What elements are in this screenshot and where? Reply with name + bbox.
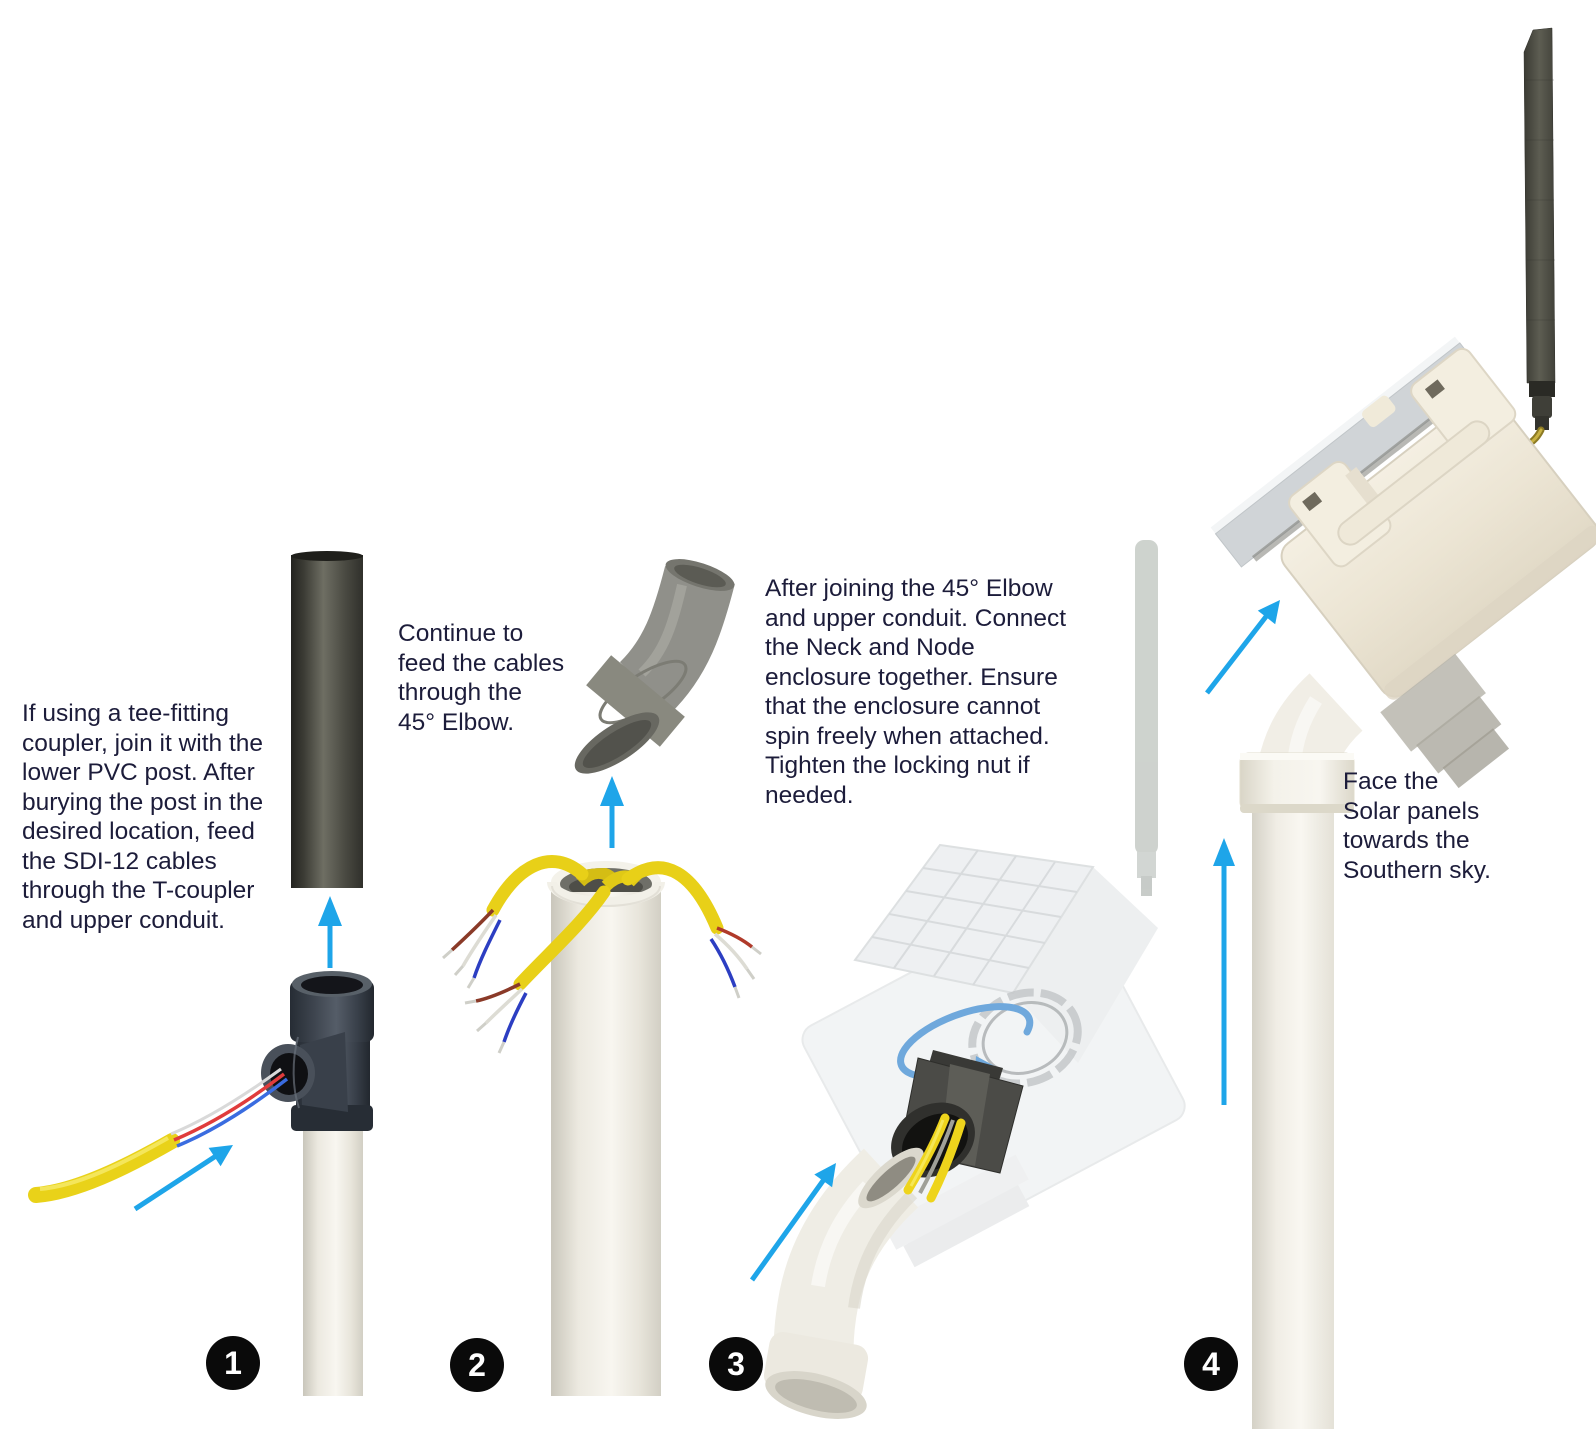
step-1-badge: 1	[206, 1336, 260, 1390]
assembled-node	[1210, 336, 1596, 789]
step-1-instruction: If using a tee-fitting coupler, join it …	[22, 700, 264, 934]
bracket-bar	[1337, 420, 1491, 546]
step-4-badge: 4	[1184, 1337, 1238, 1391]
step-4-instruction: Face the Solar panels towards the Southe…	[1343, 768, 1491, 884]
cable-wires	[442, 908, 762, 1054]
step-4-illustration	[1205, 27, 1596, 1429]
coupler-ring	[1239, 752, 1355, 813]
cable-wires	[170, 1067, 289, 1148]
up-arrow-icon	[318, 896, 342, 968]
step-2-badge: 2	[450, 1338, 504, 1392]
up-arrow-icon	[1213, 838, 1235, 1105]
antenna	[1523, 27, 1556, 430]
sdi12-cables	[442, 855, 762, 1054]
step-3-instruction: After joining the 45° Elbow and upper co…	[765, 575, 1067, 809]
diagonal-arrow-icon	[133, 1145, 233, 1212]
panel-bracket	[1288, 460, 1392, 568]
sdi12-cable	[28, 1067, 289, 1203]
step-2-instruction: Continue to feed the cables through the …	[398, 620, 565, 736]
step-1-illustration	[28, 551, 374, 1396]
up-arrow-icon	[600, 776, 624, 848]
step-3-illustration	[749, 540, 1186, 1419]
solar-panel-ghost	[853, 843, 1095, 995]
step-3-badge: 3	[709, 1337, 763, 1391]
lower-pvc-post	[303, 1115, 363, 1396]
cables-into-elbow	[903, 1113, 966, 1203]
antenna-ghost	[1135, 540, 1158, 896]
45-elbow-gray	[574, 559, 735, 774]
mounting-pole	[1252, 813, 1334, 1429]
tee-coupler	[261, 971, 374, 1131]
white-45-elbow	[763, 1147, 924, 1419]
upper-conduit-dark-pipe	[291, 551, 363, 888]
diagonal-arrow-icon	[749, 1163, 836, 1282]
step-2-illustration	[442, 559, 762, 1396]
diagonal-arrow-icon	[1205, 600, 1280, 695]
upper-conduit-pipe	[547, 861, 665, 1396]
neck-coupling	[1380, 653, 1510, 789]
